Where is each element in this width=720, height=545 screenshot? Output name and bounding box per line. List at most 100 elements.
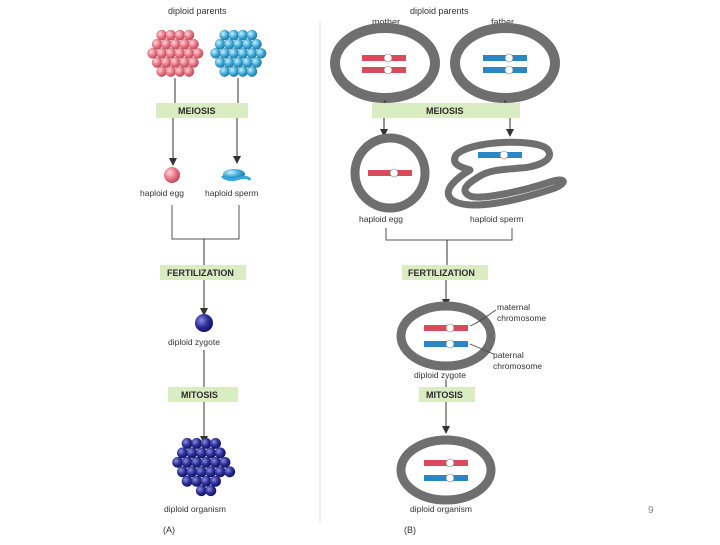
panel-b-header: diploid parents [410,6,469,16]
father-cell-cluster [210,29,267,77]
father-cell [237,47,249,59]
organism-cell [181,475,193,487]
diploid-organism-cell-b [396,435,496,505]
organism-cell [205,485,217,497]
organism-cell [214,447,226,459]
haploid-egg-label-a: haploid egg [140,188,184,198]
mother-cell [156,66,168,77]
maternal-callout-line [469,309,497,327]
organism-cell [214,466,226,478]
mother-cell [165,47,177,59]
mother-cell [160,56,172,68]
panel-a-header: diploid parents [168,6,227,16]
diploid-organism-label-b: diploid organism [410,504,472,514]
diploid-zygote-label-a: diploid zygote [168,337,220,347]
maternal-chromosome [362,53,406,63]
join-bracket-b [385,228,513,241]
father-cell [246,47,258,59]
diploid-organism-label-a: diploid organism [164,504,226,514]
meiosis-band-a [156,103,248,118]
page-number: 9 [648,505,654,516]
father-cell [223,56,235,68]
father-cell [228,66,240,77]
organism-cell [205,447,217,459]
organism-cell [176,447,189,459]
father-cell [237,29,249,41]
father-cell [228,29,240,41]
father-cell [246,29,258,41]
father-cell [210,47,222,59]
maternal-chromosome [362,65,406,75]
maternal-label-line1: maternal [497,302,530,312]
father-cell [255,47,267,59]
organism-cell [209,475,222,487]
paternal-chromosome [478,150,522,160]
paternal-chromosome [483,65,527,75]
mother-cell [183,29,195,41]
mother-cell [330,23,440,103]
paternal-chromosome [483,53,527,63]
haploid-sperm-label-a: haploid sperm [205,188,258,198]
diploid-zygote-cell [195,314,213,332]
haploid-sperm-cell [220,169,252,182]
father-cell [237,66,249,77]
father-cell [214,38,226,50]
fertilization-band-a [160,265,246,280]
mother-cell [188,56,199,68]
mother-cell [183,47,195,59]
diploid-zygote-label-b: diploid zygote [414,370,466,380]
mother-cell [192,47,204,59]
father-cell [251,38,262,50]
mother-cell [165,66,177,77]
father-cell [228,47,240,59]
haploid-egg-label-b: haploid egg [359,214,403,224]
haploid-egg-cell-b [350,133,430,213]
organism-cell [195,447,208,459]
organism-cell [209,437,222,450]
diploid-zygote-cell-b [396,301,496,371]
father-cell [223,38,235,50]
mother-cell [165,29,177,41]
paternal-callout-line [469,343,495,355]
mitosis-label-a: MITOSIS [181,390,218,400]
mother-cell [147,47,159,59]
father-cell [450,23,560,103]
panel-b: diploid parents mother father MEIOSIS [330,6,567,535]
organism-cell [224,466,236,478]
mother-cell [169,38,181,50]
organism-cell [200,456,212,469]
mother-cell [188,38,199,50]
mother-cell [178,38,190,50]
organism-cell [181,456,193,469]
mother-cell [178,56,190,68]
maternal-label-line2: chromosome [497,313,546,323]
paternal-label-line1: paternal [493,350,524,360]
organism-cell [209,456,222,469]
mother-cell [151,38,163,50]
organism-cell [176,466,189,478]
paternal-chromosome [424,473,468,483]
father-label: father [491,17,514,27]
panel-a-label: (A) [163,525,175,535]
organism-cell [190,475,203,487]
mitosis-band-a [168,387,238,402]
father-cell [246,66,258,77]
maternal-chromosome [368,168,412,178]
mother-cell [183,66,195,77]
panel-b-label: (B) [404,525,416,535]
diploid-organism-cluster [172,437,236,497]
haploid-sperm-label-b: haploid sperm [470,214,523,224]
organism-cell [190,456,203,469]
father-cell [214,56,226,68]
mother-label: mother [372,17,400,27]
meiosis-label-b: MEIOSIS [426,106,464,116]
organism-cell [172,456,184,469]
organism-cell [205,466,217,478]
mother-cell [156,29,168,41]
paternal-label-line2: chromosome [493,361,542,371]
join-bracket-a [171,205,240,240]
maternal-chromosome [424,323,468,333]
mother-cell [174,66,186,77]
maternal-chromosome [424,458,468,468]
